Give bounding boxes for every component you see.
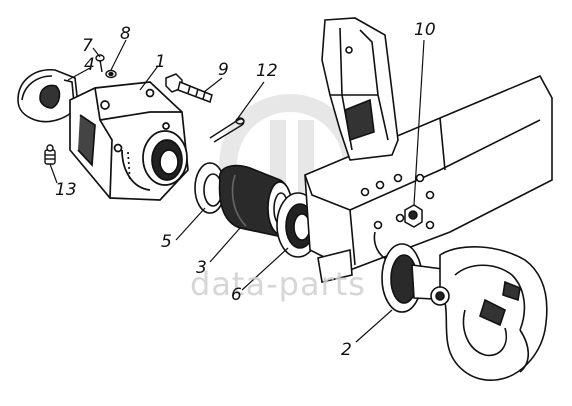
part-label-7: 7 <box>82 36 93 56</box>
watermark-text: data-parts <box>190 265 366 303</box>
part-label-3: 3 <box>196 258 207 278</box>
part-label-6: 6 <box>231 285 242 305</box>
frame-crossmember <box>304 74 553 283</box>
tow-hook-assembly <box>381 243 548 381</box>
part-label-4: 4 <box>84 55 95 75</box>
screw-and-washer <box>95 54 117 79</box>
hex-nut <box>404 204 423 228</box>
part-label-5: 5 <box>161 232 172 252</box>
grease-fitting <box>44 144 56 165</box>
cotter-pin <box>209 117 245 143</box>
leader-lines <box>49 39 425 343</box>
part-label-13: 13 <box>55 180 77 200</box>
housing-body <box>69 81 189 201</box>
part-label-8: 8 <box>120 24 131 44</box>
part-label-9: 9 <box>218 60 229 80</box>
protective-cap <box>17 69 79 123</box>
part-label-2: 2 <box>341 340 352 360</box>
part-label-10: 10 <box>414 20 436 40</box>
part-label-1: 1 <box>155 52 166 72</box>
frame-upper-bracket <box>321 17 399 161</box>
part-label-12: 12 <box>256 61 278 81</box>
mounting-bolt <box>165 73 213 103</box>
